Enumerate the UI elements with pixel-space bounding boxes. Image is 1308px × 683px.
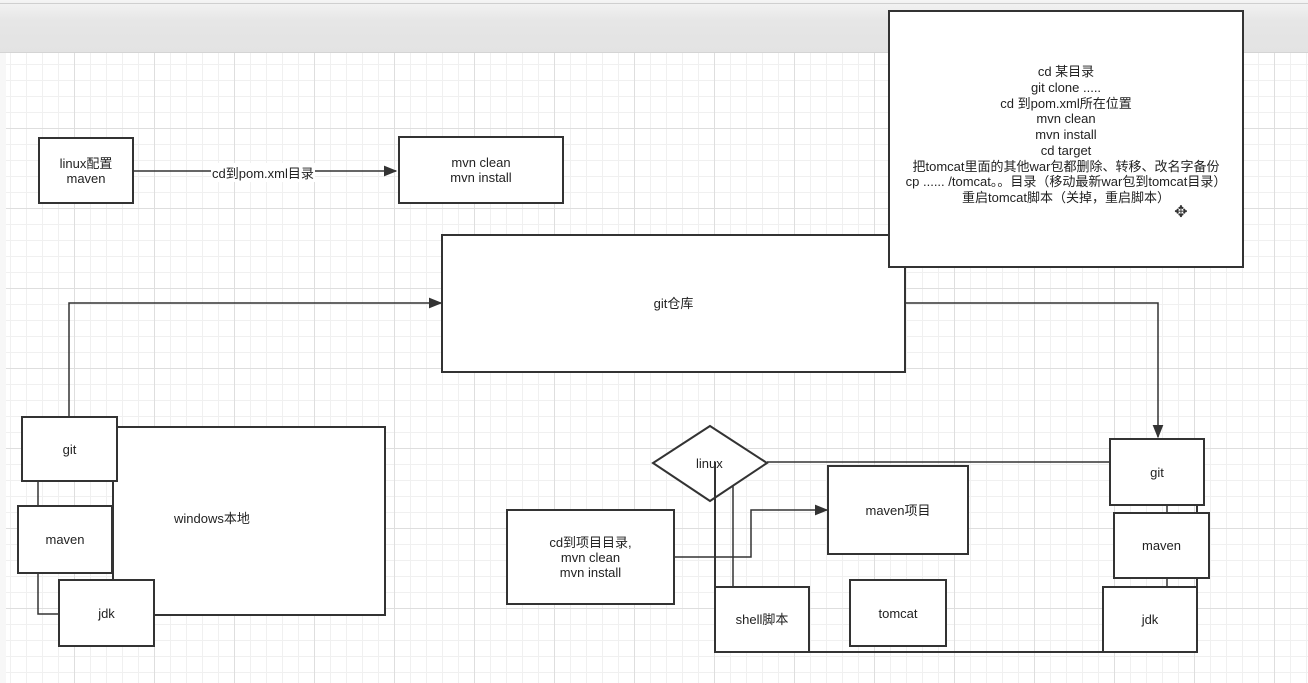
deployment-steps-box[interactable]: cd 某目录 git clone ..... cd 到pom.xml所在位置 m… bbox=[888, 10, 1244, 268]
shell-script-box[interactable]: shell脚本 bbox=[714, 586, 810, 653]
windows-local-box[interactable]: windows本地 bbox=[112, 426, 386, 616]
windows-local-label: windows本地 bbox=[174, 510, 250, 526]
tomcat-box[interactable]: tomcat bbox=[849, 579, 947, 647]
edge-label-cd-pom: cd到pom.xml目录 bbox=[211, 163, 315, 182]
toolbar-divider bbox=[0, 3, 1308, 4]
server-maven-label: maven bbox=[1141, 538, 1182, 553]
git-repository-label: git仓库 bbox=[653, 296, 694, 311]
deployment-steps-text: cd 某目录 git clone ..... cd 到pom.xml所在位置 m… bbox=[905, 63, 1227, 206]
git-repository-box[interactable]: git仓库 bbox=[441, 234, 906, 373]
edge-winmaven-jdk bbox=[37, 573, 58, 615]
windows-maven-label: maven bbox=[45, 532, 85, 547]
server-jdk-label: jdk bbox=[1141, 612, 1159, 627]
server-maven-box[interactable]: maven bbox=[1113, 512, 1210, 579]
windows-maven-box[interactable]: maven bbox=[17, 505, 113, 574]
linux-diamond-label: linux bbox=[696, 456, 723, 471]
server-git-label: git bbox=[1150, 464, 1164, 480]
windows-git-label: git bbox=[62, 441, 77, 457]
windows-jdk-label: jdk bbox=[98, 605, 115, 621]
edge-cd-to-mavenproj bbox=[674, 504, 829, 558]
mvn-commands-label: mvn clean mvn install bbox=[450, 155, 512, 185]
windows-jdk-box[interactable]: jdk bbox=[58, 579, 155, 647]
edge-wingit-to-repo bbox=[68, 297, 443, 416]
server-git-box[interactable]: git bbox=[1109, 438, 1205, 506]
maven-project-box[interactable]: maven项目 bbox=[827, 465, 969, 555]
windows-git-box[interactable]: git bbox=[21, 416, 118, 482]
linux-maven-config-box[interactable]: linux配置 maven bbox=[38, 137, 134, 204]
server-jdk-box[interactable]: jdk bbox=[1102, 586, 1198, 653]
cd-project-label: cd到项目目录, mvn clean mvn install bbox=[549, 534, 632, 580]
edge-repo-to-srvgit bbox=[905, 302, 1164, 439]
maven-project-label: maven项目 bbox=[865, 503, 931, 518]
move-cursor-icon: ✥ bbox=[1174, 204, 1188, 221]
tomcat-label: tomcat bbox=[878, 605, 918, 621]
linux-diamond-shape bbox=[651, 424, 769, 503]
cd-project-box[interactable]: cd到项目目录, mvn clean mvn install bbox=[506, 509, 675, 605]
linux-maven-config-label: linux配置 maven bbox=[59, 155, 113, 186]
shell-script-label: shell脚本 bbox=[735, 612, 789, 627]
mvn-commands-box[interactable]: mvn clean mvn install bbox=[398, 136, 564, 204]
